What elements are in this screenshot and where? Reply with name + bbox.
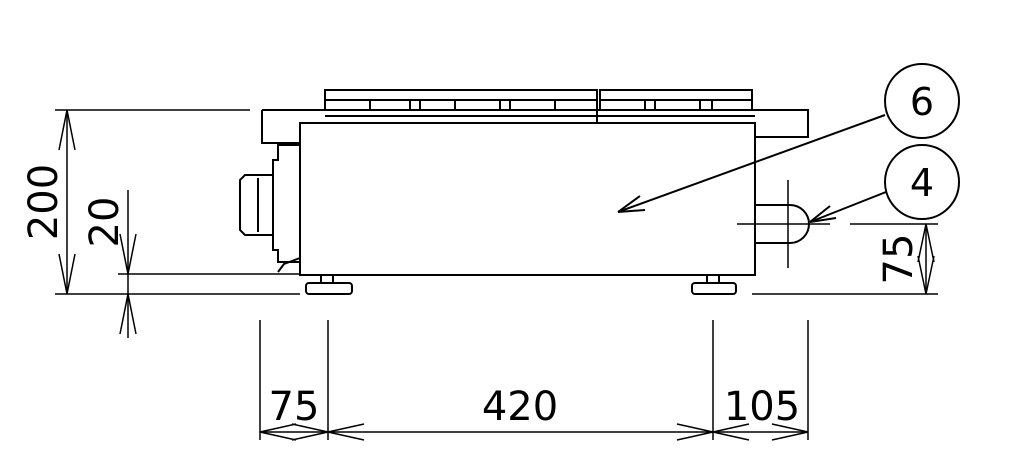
drain-hook [277,257,301,273]
dim-right-offset: 105 [712,384,809,441]
leader-line [617,114,886,213]
appliance-outline [239,89,809,276]
dim-connector-height: 75 [752,223,938,295]
callout-connector: 4 [809,144,960,223]
knob-bezel [272,144,300,263]
dim-leg-height: 20 [82,190,300,338]
right-foot [691,274,737,295]
callout-bubble [884,144,960,220]
top-plate [262,109,809,138]
dim-center-span: 420 [327,384,714,441]
leader-arrowhead [809,205,837,223]
callout-number: 6 [910,80,934,124]
dim-text: 200 [21,164,67,240]
dim-overall-height: 200 [21,109,300,295]
dim-left-offset: 75 [259,384,329,441]
control-knob [239,174,273,236]
leader-line [809,191,887,223]
dim-text: 20 [82,197,128,248]
dim-text: 420 [482,384,558,430]
main-body [299,122,756,276]
burner-grate [324,89,753,110]
callout-number: 4 [910,161,934,205]
top-plate-left [261,109,300,144]
dim-bottom-extension-lines [259,320,809,440]
dim-text: 75 [269,384,320,430]
callout-body: 6 [617,63,960,213]
dim-text: 75 [876,234,922,285]
callout-bubble [884,63,960,139]
gas-connector [737,180,830,268]
leader-arrowhead [617,195,646,213]
dim-text: 105 [724,384,800,430]
left-foot [305,274,353,295]
